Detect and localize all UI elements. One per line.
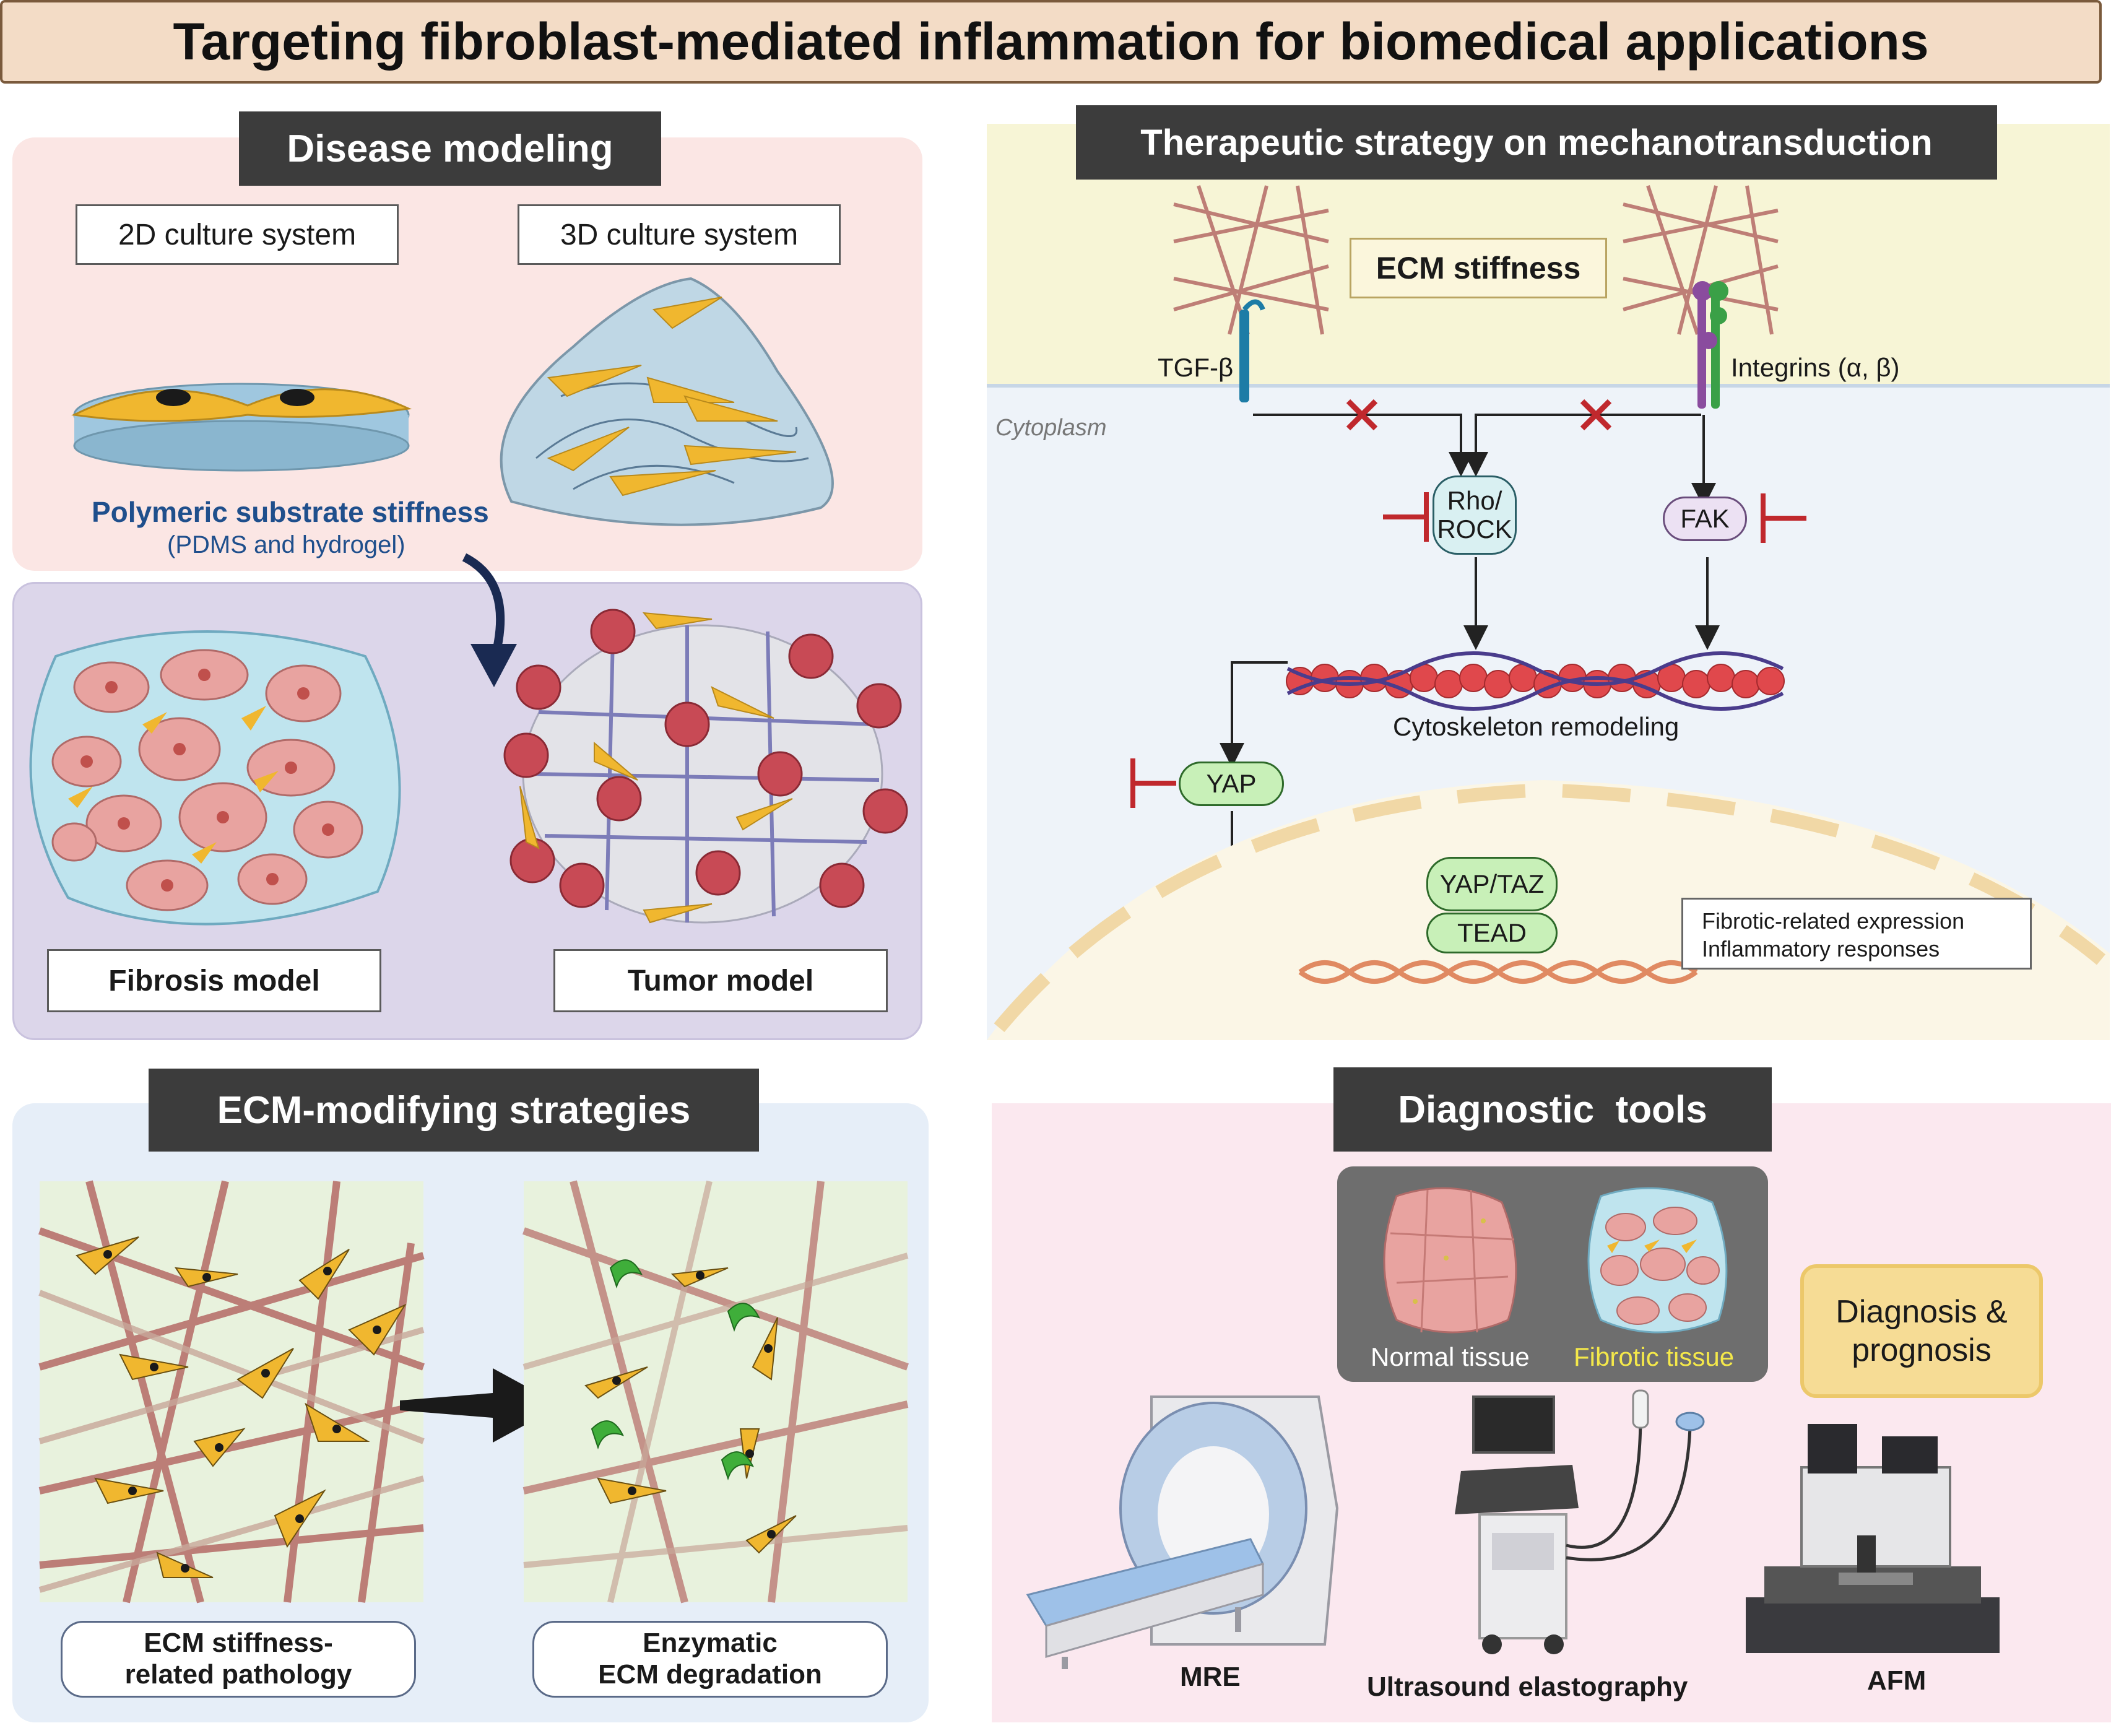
culture-3d-hydrogel-illustration: [500, 277, 834, 526]
block-x-icon-left: [1346, 399, 1378, 431]
fibrosis-model-label: Fibrosis model: [47, 949, 381, 1012]
tgf-beta-receptor-icon: [1239, 299, 1265, 402]
tgf-beta-label: TGF-β: [1158, 353, 1234, 382]
ecm-fiber-left-illustration: [1173, 185, 1329, 335]
ecm-modifying-heading: ECM-modifying strategies: [149, 1069, 759, 1152]
fibrotic-tissue-illustration: [1587, 1187, 1728, 1334]
fibrosis-model-illustration: [29, 630, 401, 926]
cytoskeleton-label: Cytoskeleton remodeling: [1393, 712, 1680, 741]
inhibitor-yap-icon: [1130, 758, 1176, 808]
normal-tissue-illustration: [1383, 1187, 1517, 1334]
fak-node: FAK: [1663, 497, 1747, 541]
dna-helix-illustration: [1298, 960, 1698, 984]
diagnostic-heading: Diagnostic tools: [1333, 1067, 1772, 1152]
afm-label: AFM: [1867, 1665, 1927, 1696]
expression-box: Fibrotic-related expression Inflammatory…: [1681, 898, 2032, 970]
diagnosis-line2: prognosis: [1852, 1332, 1992, 1368]
afm-instrument-illustration: [1746, 1424, 2000, 1653]
cell-membrane-line: [987, 384, 2110, 388]
ecm-degradation-matrix-illustration: [522, 1180, 909, 1604]
curved-arrow-icon: [462, 553, 517, 687]
culture-3d-label: 3D culture system: [518, 204, 841, 265]
culture-2d-dish-illustration: [71, 383, 412, 472]
therapy-heading: Therapeutic strategy on mechanotransduct…: [1076, 105, 1997, 180]
cytoplasm-label: Cytoplasm: [995, 415, 1107, 441]
yap-taz-node: YAP/TAZ: [1426, 857, 1558, 911]
ultrasound-machine-illustration: [1455, 1389, 1705, 1654]
tumor-model-illustration: [503, 609, 908, 924]
substrate-stiffness-title: Polymeric substrate stiffness: [92, 496, 489, 528]
ecm-degradation-line2: ECM degradation: [598, 1659, 822, 1690]
cytoskeleton-illustration: [1286, 651, 1785, 711]
ecm-stiffness-label: ECM stiffness: [1350, 238, 1607, 298]
ecm-stiffness-matrix-illustration: [38, 1180, 425, 1604]
normal-tissue-label: Normal tissue: [1371, 1342, 1530, 1371]
ecm-degradation-line1: Enzymatic: [643, 1628, 778, 1659]
mre-label: MRE: [1180, 1662, 1241, 1692]
ecm-pathology-line2: related pathology: [124, 1659, 352, 1690]
diagnosis-prognosis-box: Diagnosis & prognosis: [1800, 1264, 2043, 1398]
culture-2d-label: 2D culture system: [76, 204, 399, 265]
expression-line1: Fibrotic-related expression: [1702, 908, 1965, 934]
block-x-icon-right: [1580, 399, 1612, 431]
diagnosis-line1: Diagnosis &: [1836, 1293, 2008, 1330]
rho-rock-line1: Rho/: [1447, 485, 1502, 515]
ecm-pathology-label: ECM stiffness- related pathology: [61, 1621, 416, 1698]
right-arrow-icon: [400, 1368, 561, 1443]
nucleus-envelope: [987, 780, 2110, 1040]
tumor-model-label: Tumor model: [553, 949, 888, 1012]
integrins-label: Integrins (α, β): [1731, 353, 1900, 382]
expression-line2: Inflammatory responses: [1702, 936, 1940, 961]
yap-node: YAP: [1179, 762, 1284, 806]
fibrotic-tissue-label: Fibrotic tissue: [1574, 1342, 1735, 1371]
rho-rock-node: Rho/ ROCK: [1433, 475, 1517, 555]
ecm-degradation-label: Enzymatic ECM degradation: [532, 1621, 888, 1698]
mre-scanner-illustration: [1026, 1395, 1339, 1669]
inhibitor-fak-icon: [1761, 493, 1806, 543]
disease-modeling-heading: Disease modeling: [239, 111, 661, 186]
rho-rock-line2: ROCK: [1437, 514, 1512, 544]
integrin-receptor-icon: [1693, 281, 1728, 409]
tead-node: TEAD: [1426, 913, 1558, 953]
ultrasound-label: Ultrasound elastography: [1367, 1672, 1688, 1702]
ecm-pathology-line1: ECM stiffness-: [144, 1628, 333, 1659]
inhibitor-rho-rock-icon: [1383, 492, 1429, 542]
main-title: Targeting fibroblast-mediated inflammati…: [0, 0, 2102, 84]
substrate-stiffness-subtitle: (PDMS and hydrogel): [167, 531, 405, 558]
